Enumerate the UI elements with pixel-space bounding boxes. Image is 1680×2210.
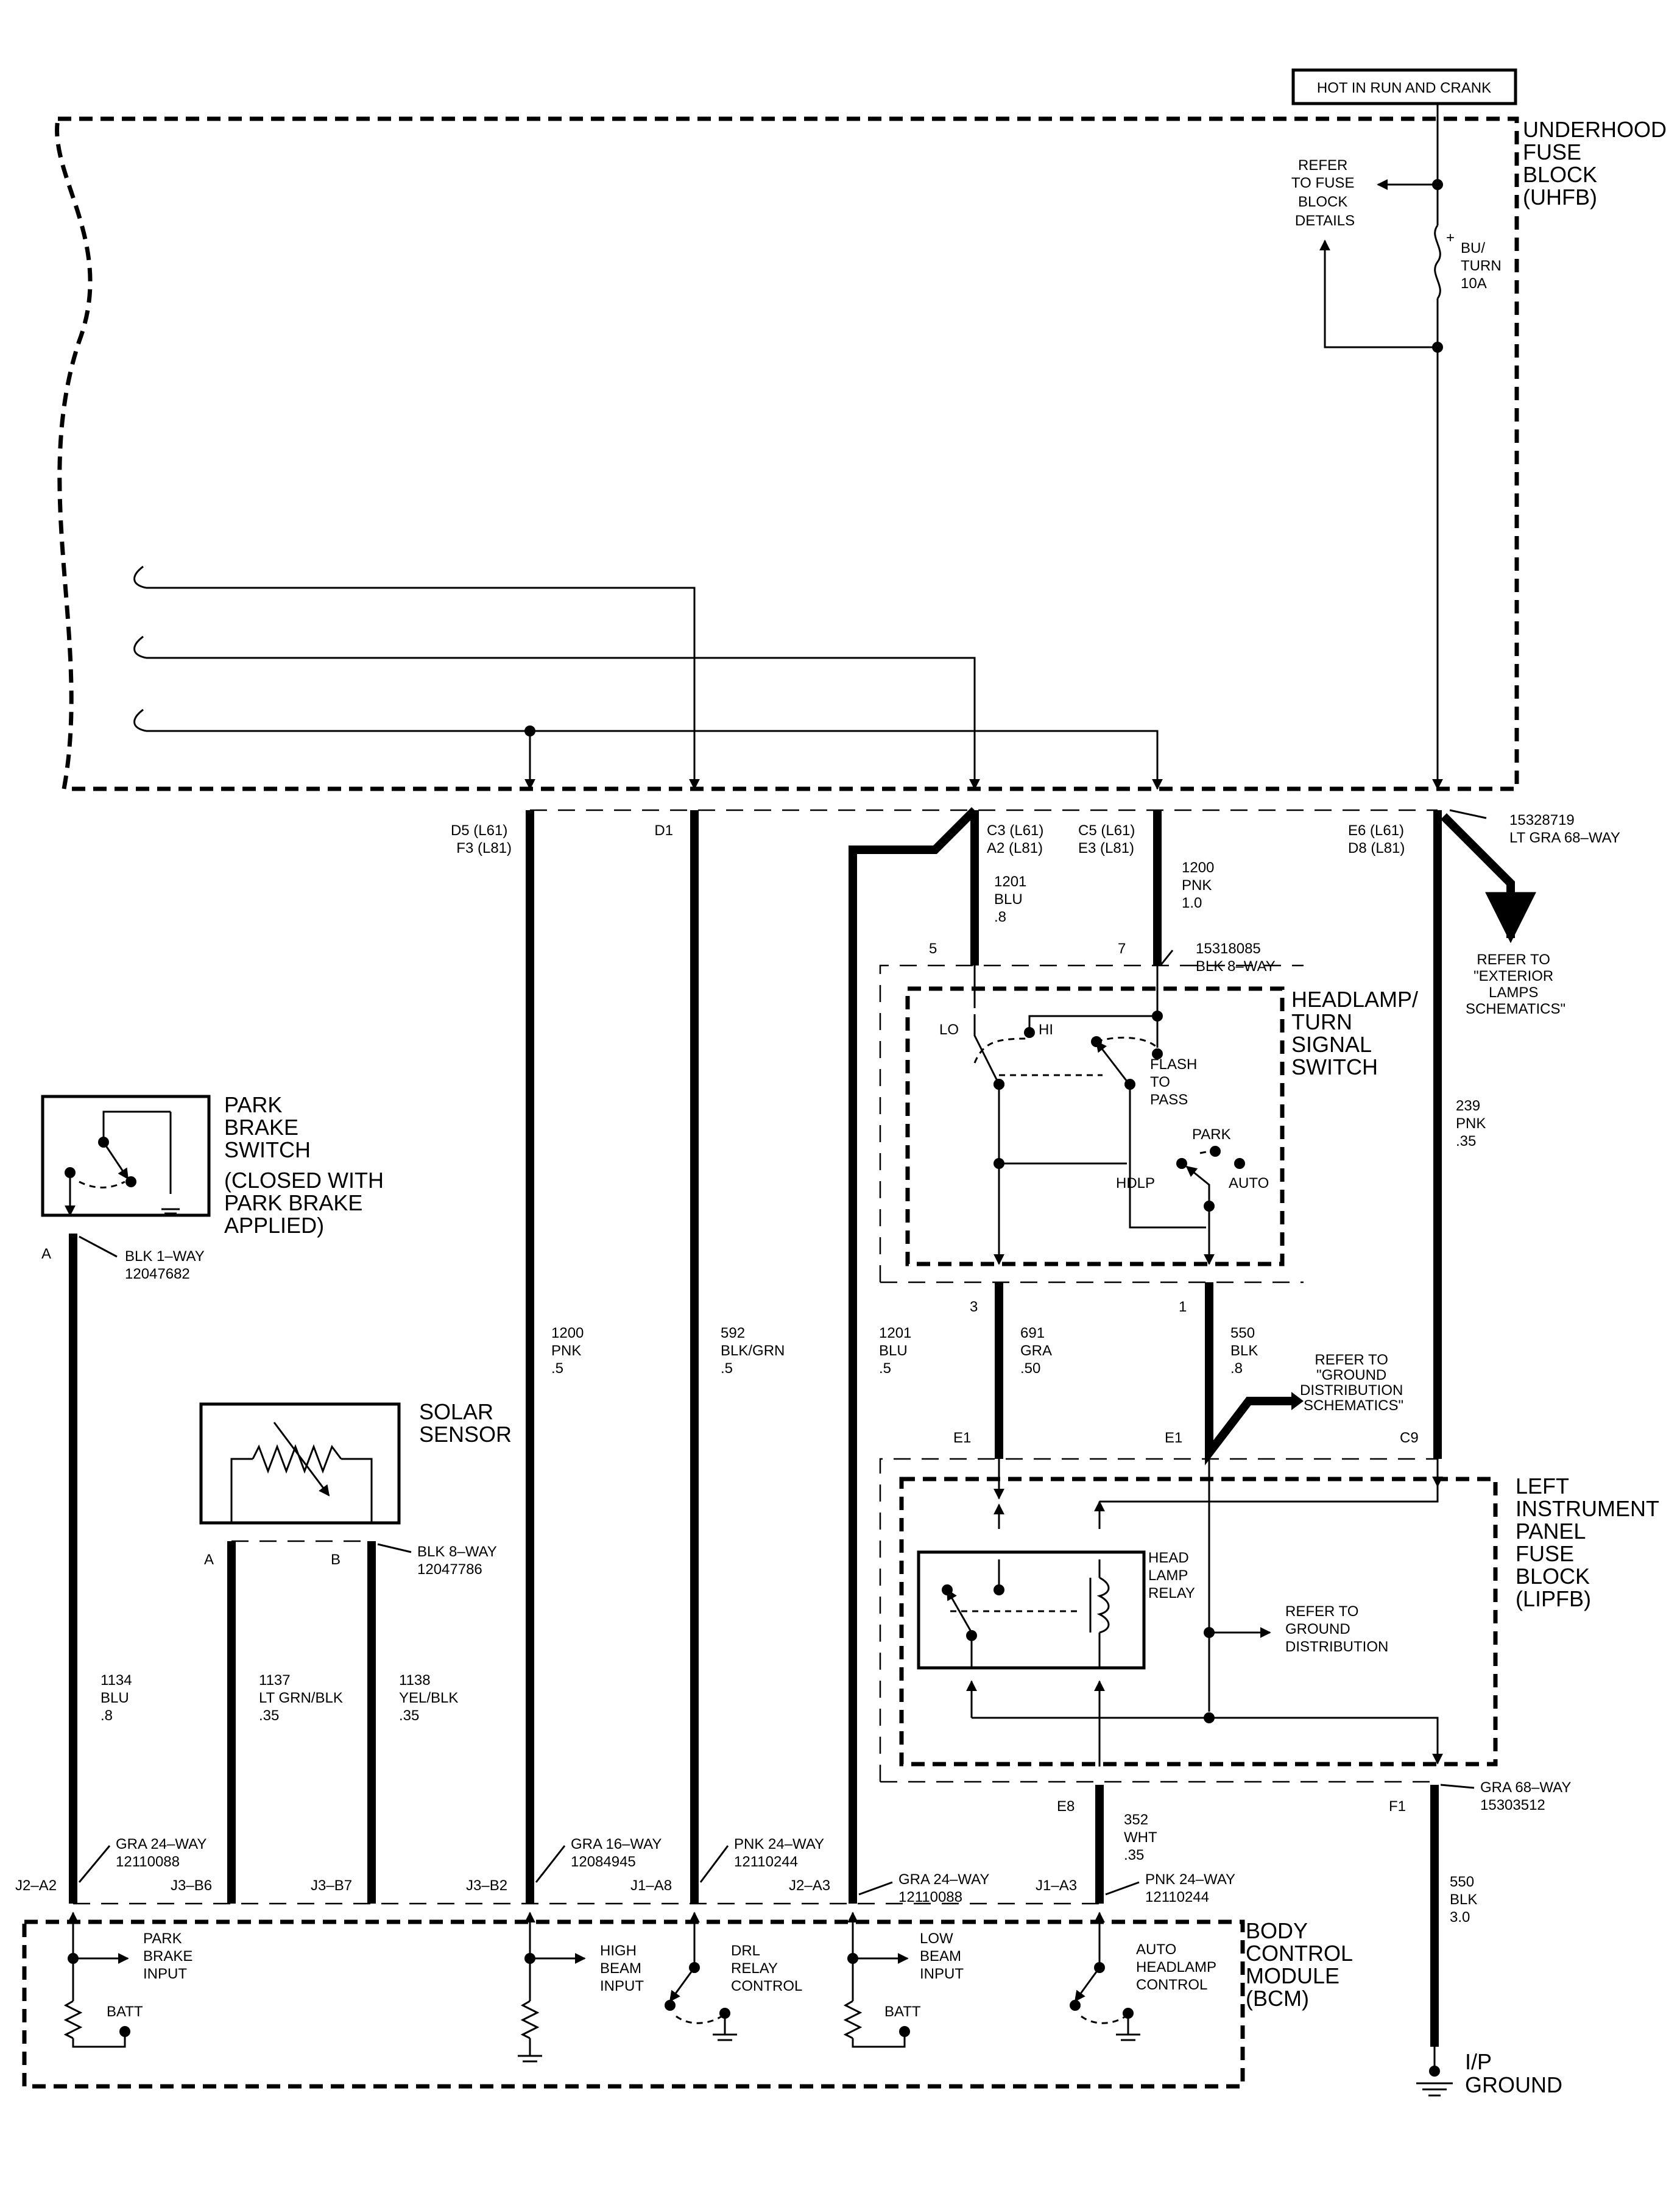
lo-label: LO xyxy=(939,1022,959,1038)
headlamp-connector: 15318085 BLK 8–WAY xyxy=(1196,941,1276,975)
headlamp-switch: 5 7 15318085 BLK 8–WAY HEADLAMP/ TURN SI… xyxy=(879,941,1424,1315)
batt-label-2: BATT xyxy=(884,2003,921,2020)
pin-e1-b: E1 xyxy=(1165,1430,1182,1446)
bcm-connector-4: GRA 24–WAY 12110088 xyxy=(898,1871,994,1905)
pin-a-solar: A xyxy=(204,1552,214,1568)
pin-e8: E8 xyxy=(1057,1798,1075,1815)
pin-d5: D5 (L61) F3 (L81) xyxy=(451,822,512,856)
park-brake-title: PARK BRAKE SWITCH (CLOSED WITH PARK BRAK… xyxy=(224,1092,390,1238)
underhood-fuse-block: HOT IN RUN AND CRANK UNDERHOOD FUSE BLOC… xyxy=(55,68,1673,846)
pin-3: 3 xyxy=(970,1299,978,1315)
low-beam-input-label: LOW BEAM INPUT xyxy=(920,1930,965,1982)
pin-j1-a8: J1–A8 xyxy=(630,1877,672,1894)
lipfb-title: LEFT INSTRUMENT PANEL FUSE BLOCK (LIPFB) xyxy=(1516,1474,1665,1611)
svg-text:+: + xyxy=(1446,230,1455,246)
lipfb-connector: GRA 68–WAY 15303512 xyxy=(1480,1779,1575,1813)
hdlp-label: HDLP xyxy=(1116,1175,1155,1191)
auto-headlamp-control-label: AUTO HEADLAMP CONTROL xyxy=(1136,1941,1220,1993)
pin-j3-b6: J3–B6 xyxy=(171,1877,212,1894)
pin-c5: C5 (L61) E3 (L81) xyxy=(1078,822,1139,856)
fuse-icon xyxy=(1434,225,1441,299)
wire-691-gra: 691 GRA .50 xyxy=(1020,1325,1055,1377)
pin-e6: E6 (L61) D8 (L81) xyxy=(1348,822,1408,856)
bcm-outline xyxy=(22,1919,1245,2089)
wire-1200-pnk-10: 1200 PNK 1.0 xyxy=(1182,860,1218,911)
uhfb-connector: 15328719 LT GRA 68–WAY xyxy=(1509,812,1620,846)
resistor-icon xyxy=(63,2000,83,2039)
flash-to-pass-label: FLASH TO PASS xyxy=(1150,1056,1201,1108)
wire-1201-blu-5: 1201 BLU .5 xyxy=(879,1325,916,1377)
headlamp-switch-outline xyxy=(905,986,1285,1266)
solar-connector: BLK 8–WAY 12047786 xyxy=(417,1544,501,1578)
pin-j1-a3: J1–A3 xyxy=(1036,1877,1077,1894)
park-label: PARK xyxy=(1192,1126,1231,1143)
relay-coil-icon xyxy=(1096,1576,1110,1634)
auto-label: AUTO xyxy=(1229,1175,1269,1191)
refer-ground-dist-schematics: REFER TO "GROUND DISTRIBUTION SCHEMATICS… xyxy=(1300,1352,1407,1414)
wire-550-blk-3: 550 BLK 3.0 xyxy=(1450,1874,1481,1926)
hot-in-run-box xyxy=(1291,68,1517,105)
wire-1201-blu-8: 1201 BLU .8 xyxy=(994,874,1031,925)
pin-j3-b7: J3–B7 xyxy=(311,1877,352,1894)
uhfb-outline xyxy=(55,116,1519,791)
main-wires xyxy=(526,807,1536,1904)
bcm-title: BODY CONTROL MODULE (BCM) xyxy=(1246,1918,1358,2011)
batt-label-1: BATT xyxy=(107,2003,143,2020)
park-brake-connector: BLK 1–WAY 12047682 xyxy=(125,1248,208,1282)
pin-c9: C9 xyxy=(1400,1430,1419,1446)
pin-d1: D1 xyxy=(654,822,673,839)
pin-c3: C3 (L61) A2 (L81) xyxy=(987,822,1048,856)
pin-b-solar: B xyxy=(331,1552,341,1568)
park-brake-switch-box xyxy=(41,1095,211,1217)
pin-5: 5 xyxy=(929,941,937,957)
resistor-icon xyxy=(252,1444,342,1474)
wire-550-blk-8: 550 BLK .8 xyxy=(1230,1325,1262,1377)
refer-ground-distribution: REFER TO GROUND DISTRIBUTION xyxy=(1285,1603,1388,1655)
pin-j2-a3: J2–A3 xyxy=(789,1877,830,1894)
resistor-icon xyxy=(843,2000,863,2039)
wire-1134-blu: 1134 BLU .8 xyxy=(101,1672,136,1724)
head-lamp-relay-box xyxy=(917,1550,1146,1670)
park-brake-switch: PARK BRAKE SWITCH (CLOSED WITH PARK BRAK… xyxy=(41,1092,390,1904)
hot-in-run-label: HOT IN RUN AND CRANK xyxy=(1317,80,1491,96)
wire-1200-pnk-5: 1200 PNK .5 xyxy=(551,1325,588,1377)
pin-f1: F1 xyxy=(1389,1798,1406,1815)
refer-exterior-lamps: REFER TO "EXTERIOR LAMPS SCHEMATICS" xyxy=(1466,951,1565,1017)
lipfb-outline xyxy=(899,1477,1498,1767)
head-lamp-relay-label: HEAD LAMP RELAY xyxy=(1148,1550,1195,1601)
pin-1: 1 xyxy=(1179,1299,1187,1315)
resistor-icon xyxy=(520,2000,540,2039)
bcm-connector-2: GRA 16–WAY 12084945 xyxy=(571,1836,666,1870)
pin-j2-a2: J2–A2 xyxy=(15,1877,57,1894)
pin-e1-a: E1 xyxy=(953,1430,971,1446)
uhfb-title: UNDERHOOD FUSE BLOCK (UHFB) xyxy=(1523,117,1673,210)
lipfb: E1 E1 C9 LEFT INSTRUMENT PANEL FUSE BLOC… xyxy=(879,1430,1665,2047)
ip-ground: I/P GROUND xyxy=(1416,2047,1562,2097)
park-brake-input-label: PARK BRAKE INPUT xyxy=(143,1930,197,1982)
solar-sensor-title: SOLAR SENSOR xyxy=(419,1399,512,1447)
fuse-label: BU/ TURN 10A xyxy=(1461,240,1505,292)
hi-label: HI xyxy=(1039,1022,1053,1038)
ip-ground-label: I/P GROUND xyxy=(1465,2049,1562,2097)
wire-352-wht: 352 WHT .35 xyxy=(1124,1812,1161,1863)
pin-j3-b2: J3–B2 xyxy=(466,1877,507,1894)
bcm-connector-5: PNK 24–WAY 12110244 xyxy=(1145,1871,1239,1905)
solar-sensor-box xyxy=(199,1402,401,1525)
solar-sensor: SOLAR SENSOR A B BLK 8–WAY 12047786 1137… xyxy=(199,1399,512,1904)
wire-239-pnk: 239 PNK .35 xyxy=(1456,1098,1490,1149)
wire-1138-yel-blk: 1138 YEL/BLK .35 xyxy=(399,1672,462,1724)
bcm-connector-1: GRA 24–WAY 12110088 xyxy=(116,1836,211,1870)
refer-fuse-details: REFER TO FUSE BLOCK DETAILS xyxy=(1291,157,1358,229)
bcm-connector-3: PNK 24–WAY 12110244 xyxy=(734,1836,828,1870)
wire-1137-lt-grn-blk: 1137 LT GRN/BLK .35 xyxy=(259,1672,347,1724)
headlamp-switch-title: HEADLAMP/ TURN SIGNAL SWITCH xyxy=(1291,987,1424,1079)
pin-a: A xyxy=(41,1246,51,1262)
high-beam-input-label: HIGH BEAM INPUT xyxy=(600,1943,646,1994)
wire-592-blk-grn: 592 BLK/GRN .5 xyxy=(721,1325,789,1377)
body-control-module: BODY CONTROL MODULE (BCM) PARK BRAKE INP… xyxy=(22,1912,1358,2089)
pin-7: 7 xyxy=(1118,941,1126,957)
drl-relay-control-label: DRL RELAY CONTROL xyxy=(731,1943,802,1994)
